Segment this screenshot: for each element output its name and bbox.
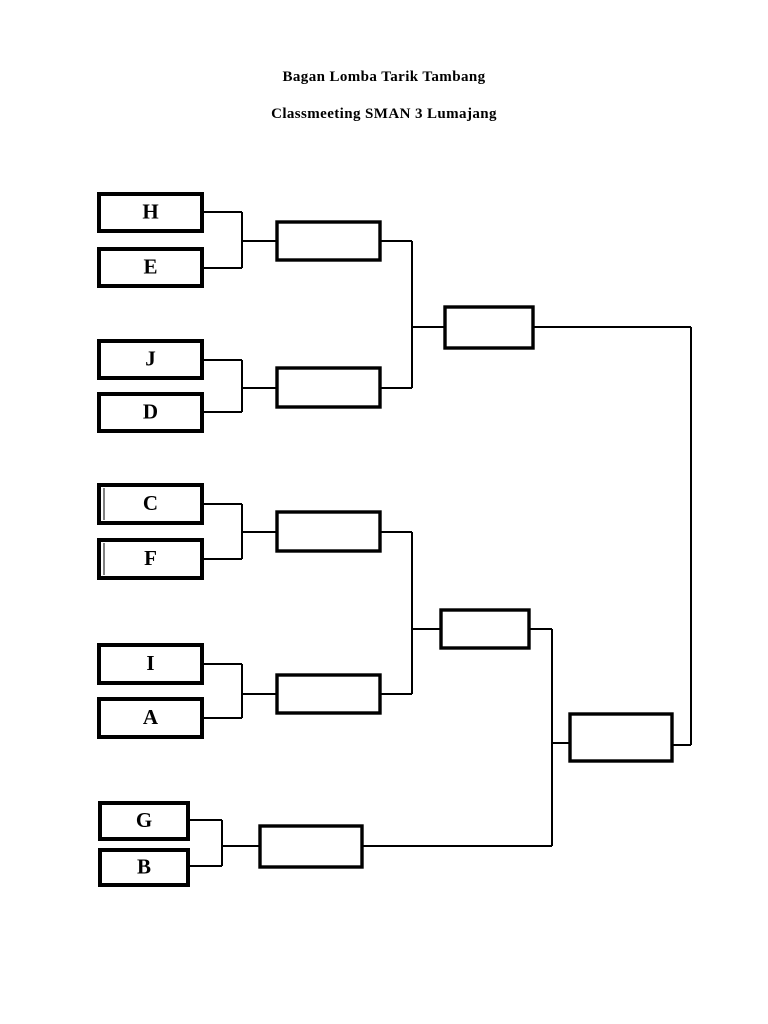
- team-a-label: A: [143, 705, 159, 729]
- team-j[interactable]: J: [97, 339, 204, 380]
- round-3-slot-boxes: [439, 305, 535, 650]
- team-i-label: I: [146, 651, 154, 675]
- final-slot-box: [568, 712, 674, 763]
- slot-r3-lower[interactable]: [439, 608, 531, 650]
- team-g-rect: [98, 801, 190, 841]
- team-f-label: F: [144, 546, 157, 570]
- slot-final[interactable]: [568, 712, 674, 763]
- slot-r2-cf[interactable]: [275, 510, 382, 553]
- team-f[interactable]: F: [97, 538, 204, 580]
- team-d-rect: [97, 392, 204, 433]
- slot-r2-jd[interactable]: [275, 366, 382, 409]
- team-f-rect: [97, 538, 204, 580]
- team-b-label: B: [137, 854, 151, 878]
- team-d-label: D: [143, 399, 158, 423]
- slot-r3-upper-rect: [443, 305, 535, 350]
- team-a[interactable]: A: [97, 697, 204, 739]
- slot-r2-cf-rect: [275, 510, 382, 553]
- team-c-label: C: [143, 491, 158, 515]
- team-i-rect: [97, 643, 204, 685]
- slot-r2-gb[interactable]: [258, 824, 364, 869]
- bracket-connector-lines: [188, 211, 692, 867]
- team-b-rect: [98, 848, 190, 887]
- slot-r2-he[interactable]: [275, 220, 382, 262]
- team-h-rect: [97, 192, 204, 233]
- team-a-rect: [97, 697, 204, 739]
- team-c[interactable]: C: [97, 483, 204, 525]
- slot-r2-jd-rect: [275, 366, 382, 409]
- team-j-rect: [97, 339, 204, 380]
- title-line-secondary: Classmeeting SMAN 3 Lumajang: [271, 106, 497, 122]
- team-b[interactable]: B: [98, 848, 190, 887]
- slot-final-rect: [568, 712, 674, 763]
- team-g-label: G: [136, 808, 152, 832]
- slot-r2-ia[interactable]: [275, 673, 382, 715]
- team-c-rect: [97, 483, 204, 525]
- slot-r2-ia-rect: [275, 673, 382, 715]
- round-1-team-boxes: H E J D C F I A GB: [97, 192, 204, 887]
- team-e[interactable]: E: [97, 247, 204, 288]
- slot-r2-gb-rect: [258, 824, 364, 869]
- team-g[interactable]: G: [98, 801, 190, 841]
- team-j-label: J: [145, 346, 156, 370]
- team-e-label: E: [143, 254, 157, 278]
- team-h[interactable]: H: [97, 192, 204, 233]
- page-title: Bagan Lomba Tarik Tambang Classmeeting S…: [0, 70, 768, 122]
- team-e-rect: [97, 247, 204, 288]
- title-line-primary: Bagan Lomba Tarik Tambang: [282, 69, 486, 85]
- round-2-slot-boxes: [258, 220, 382, 869]
- slot-r2-he-rect: [275, 220, 382, 262]
- team-i[interactable]: I: [97, 643, 204, 685]
- slot-r3-lower-rect: [439, 608, 531, 650]
- team-h-label: H: [142, 199, 158, 223]
- slot-r3-upper[interactable]: [443, 305, 535, 350]
- team-d[interactable]: D: [97, 392, 204, 433]
